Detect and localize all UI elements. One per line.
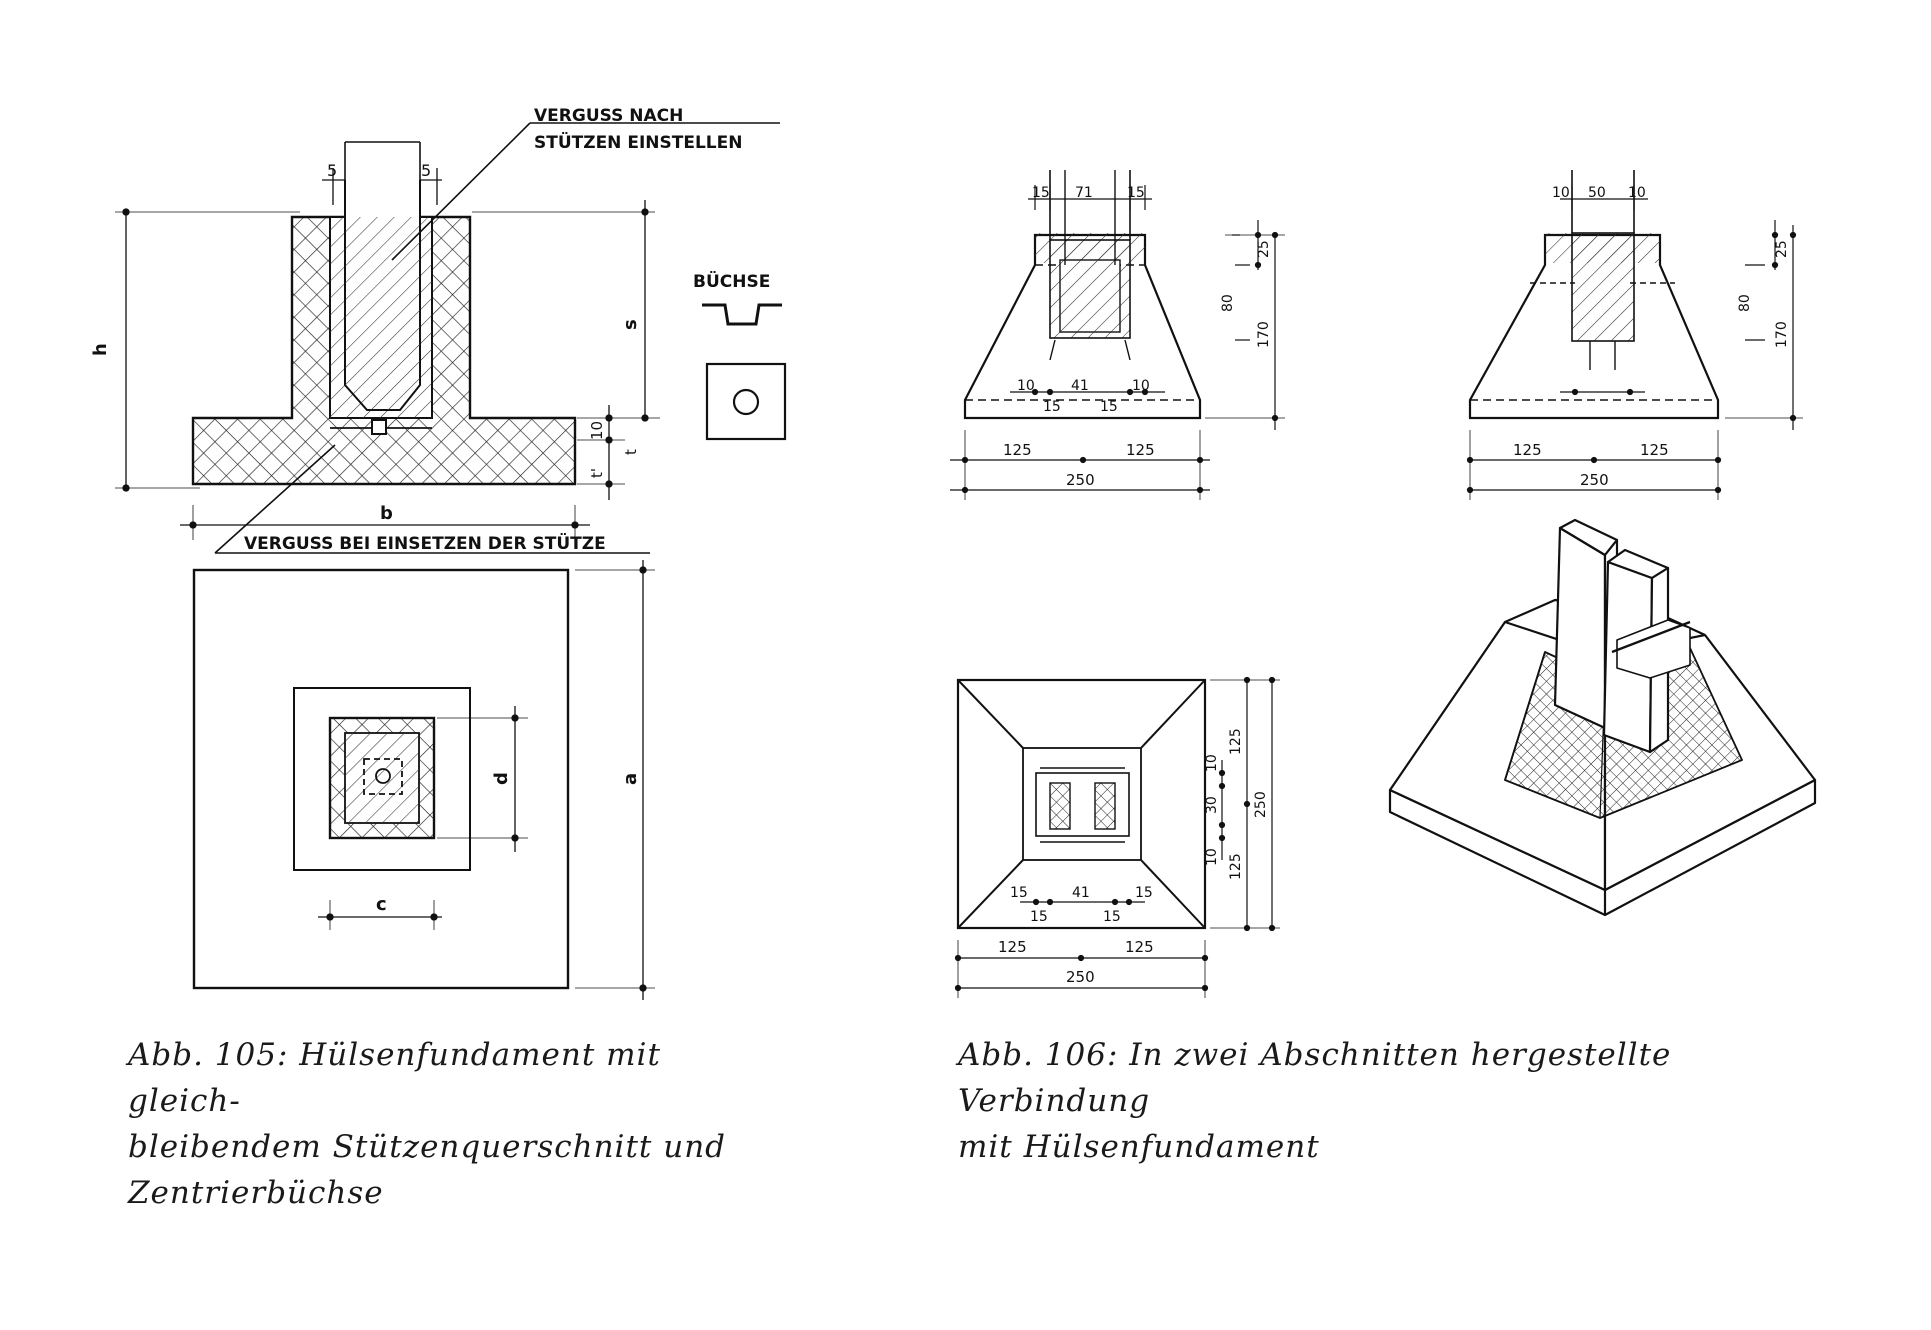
plan-b1-15a: 15: [1010, 885, 1028, 901]
s2-half-125b: 125: [1640, 441, 1669, 459]
fig106-section-1-dimensions: [950, 185, 1285, 500]
fig106-isometric: [1388, 518, 1817, 917]
caption-fig105-line1: Abb. 105: Hülsenfundament mit gleich-: [128, 1037, 661, 1119]
s1-b1-10b: 10: [1132, 378, 1150, 394]
plan-b2-15a: 15: [1030, 909, 1048, 925]
s1-r-80: 80: [1220, 294, 1236, 312]
dim-b: b: [380, 503, 393, 524]
fig106-plan-dimensions: [954, 676, 1280, 998]
s1-half-125a: 125: [1003, 441, 1032, 459]
caption-fig106: Abb. 106: In zwei Abschnitten hergestell…: [958, 1032, 1838, 1170]
fig105-leaders: [214, 122, 780, 554]
label-stuetzen-einstellen: STÜTZEN EINSTELLEN: [534, 131, 742, 153]
fig106-section-2: [1468, 170, 1720, 420]
s1-b2-15b: 15: [1100, 399, 1118, 415]
dim-5-right: 5: [421, 161, 431, 180]
plan-half-125a: 125: [998, 938, 1027, 956]
s2-top-10a: 10: [1552, 185, 1570, 201]
dim-d: d: [491, 772, 512, 785]
plan-b1-15b: 15: [1135, 885, 1153, 901]
fig106-plan: [956, 678, 1207, 930]
s1-half-125b: 125: [1126, 441, 1155, 459]
fig106-section-2-dimensions: [1466, 185, 1803, 500]
s1-b1-10a: 10: [1017, 378, 1035, 394]
buechse-detail: [702, 303, 787, 441]
plan-r-125a: 125: [1228, 728, 1244, 755]
fig105-plan: [192, 568, 570, 990]
plan-r-250: 250: [1253, 791, 1269, 818]
plan-r-125b: 125: [1228, 853, 1244, 880]
s2-top-10b: 10: [1628, 185, 1646, 201]
caption-fig105-line2: bleibendem Stützenquerschnitt und: [128, 1129, 727, 1165]
s1-b1-41: 41: [1071, 378, 1089, 394]
dim-h: h: [90, 343, 111, 356]
dim-t: t: [622, 449, 640, 455]
fig105-elevation: [191, 141, 577, 486]
label-verguss-bei-einsetzen: VERGUSS BEI EINSETZEN DER STÜTZE: [244, 532, 606, 554]
s1-total-250: 250: [1066, 471, 1095, 489]
caption-fig105-line3: Zentrierbüchse: [128, 1175, 384, 1211]
dim-10: 10: [588, 421, 606, 440]
s2-total-250: 250: [1580, 471, 1609, 489]
s2-top-50: 50: [1588, 185, 1606, 201]
plan-b1-41: 41: [1072, 885, 1090, 901]
caption-fig106-line2: mit Hülsenfundament: [958, 1129, 1320, 1165]
fig105-dimensions: [115, 168, 660, 540]
dim-t-prime: t': [588, 468, 606, 478]
dim-s: s: [620, 319, 641, 330]
s1-b2-15a: 15: [1043, 399, 1061, 415]
plan-r-10a: 10: [1204, 754, 1220, 772]
s2-half-125a: 125: [1513, 441, 1542, 459]
s2-r-25: 25: [1774, 240, 1790, 258]
plan-half-125b: 125: [1125, 938, 1154, 956]
plan-r-30: 30: [1204, 796, 1220, 814]
s1-top-15b: 15: [1127, 185, 1145, 201]
plan-total-250: 250: [1066, 968, 1095, 986]
s1-r-170: 170: [1256, 321, 1272, 348]
s2-r-80: 80: [1737, 294, 1753, 312]
s1-r-25: 25: [1256, 240, 1272, 258]
s1-top-15a: 15: [1032, 185, 1050, 201]
dim-5-left: 5: [327, 161, 337, 180]
s1-top-71: 71: [1075, 185, 1093, 201]
fig106-section-1: [963, 170, 1202, 420]
dim-a: a: [620, 773, 641, 785]
dim-c: c: [376, 894, 387, 915]
plan-r-10b: 10: [1204, 848, 1220, 866]
caption-fig105: Abb. 105: Hülsenfundament mit gleich- bl…: [128, 1032, 778, 1216]
plan-b2-15b: 15: [1103, 909, 1121, 925]
caption-fig106-line1: Abb. 106: In zwei Abschnitten hergestell…: [958, 1037, 1672, 1119]
label-buechse: BÜCHSE: [693, 270, 770, 292]
s2-r-170: 170: [1774, 321, 1790, 348]
fig105-plan-dimensions: [318, 560, 655, 1000]
label-verguss-nach: VERGUSS NACH: [534, 106, 683, 126]
